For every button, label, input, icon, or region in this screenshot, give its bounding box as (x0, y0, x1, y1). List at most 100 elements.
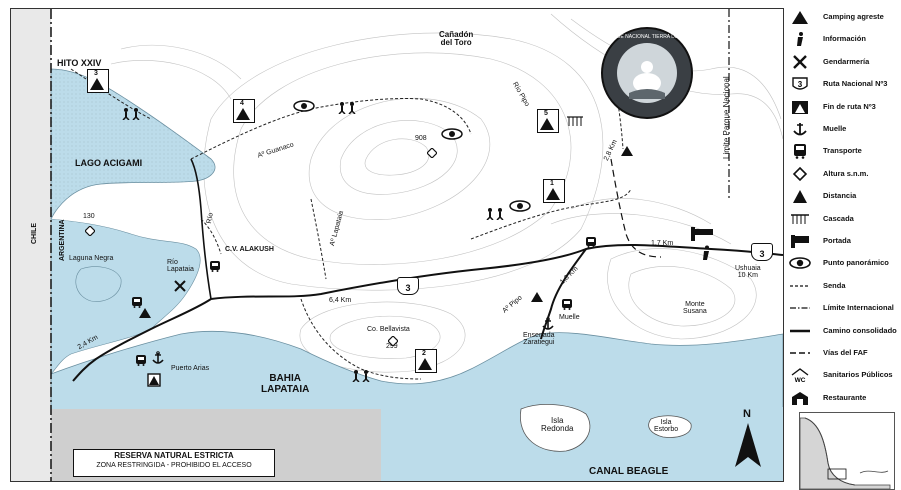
legend-item: Cascada (785, 210, 899, 228)
gendarmeria-icon (789, 54, 811, 70)
legend-item: Punto panorámico (785, 254, 899, 272)
distance-1-7km: 1,7 Km (651, 240, 674, 247)
legend-label: Sanitarios Públicos (823, 370, 893, 380)
label-puerto-arias: Puerto Arias (171, 365, 210, 372)
locator-map (800, 417, 891, 489)
elevation-908: 908 (415, 135, 427, 142)
isla-redonda-land (519, 404, 591, 452)
border-line-icon (789, 300, 811, 316)
hikers-icon[interactable] (337, 101, 359, 119)
hikers-icon[interactable] (121, 107, 143, 125)
legend-item: WC Sanitarios Públicos (785, 366, 899, 384)
camping-tent-icon (90, 78, 104, 90)
label-isla-redonda: Isla Redonda (541, 416, 573, 434)
legend-item: Altura s.n.m. (785, 165, 899, 183)
map-canvas[interactable] (11, 9, 783, 481)
legend-label: Altura s.n.m. (823, 168, 869, 178)
legend-label: Límite Internacional (823, 303, 894, 313)
bus-icon[interactable] (561, 297, 573, 315)
bus-icon[interactable] (131, 295, 143, 313)
elevation-299: 299 (386, 343, 398, 350)
label-lago-acigami: LAGO ACIGAMI (75, 158, 143, 168)
camping-tent-icon (546, 188, 560, 200)
campsite-4-number: 4 (240, 100, 244, 107)
hikers-icon[interactable] (351, 369, 373, 387)
road-to-ensenada (540, 248, 587, 340)
legend-item: Camping agreste (785, 8, 899, 26)
eye-icon[interactable] (509, 199, 531, 217)
label-chile: CHILE (31, 223, 38, 244)
camping-tent-icon[interactable] (139, 305, 151, 323)
legend-label: Ruta Nacional Nº3 (823, 79, 888, 89)
legend-item: Vías del FAF (785, 344, 899, 362)
label-bahia-lapataia: BAHIA LAPATAIA (261, 373, 309, 395)
route-shield-icon: 3 (789, 76, 811, 92)
legend-item: Camino consolidado (785, 322, 899, 340)
camping-tent-icon[interactable] (531, 289, 543, 307)
route-3-shield[interactable]: 3 (397, 277, 419, 295)
road-to-lago (190, 158, 212, 300)
legend-label: Muelle (823, 124, 847, 133)
altitude-icon (426, 145, 438, 163)
label-limite-parque: Limite Parque Nacional (722, 76, 731, 159)
rail-line-icon (789, 345, 811, 361)
campsite-3[interactable]: 3 (87, 69, 109, 93)
gendarmeria-icon[interactable] (173, 279, 187, 298)
bahia-lapataia-water (50, 330, 783, 410)
isla-estorbo-land (648, 415, 692, 438)
legend-item: Fin de ruta Nº3 (785, 98, 899, 116)
eye-icon[interactable] (441, 127, 463, 145)
ruta-3-road (210, 243, 783, 300)
altitude-icon (84, 223, 96, 241)
north-arrow-icon (735, 423, 761, 467)
legend-item: Límite Internacional (785, 299, 899, 317)
waterfall-icon[interactable] (567, 113, 583, 131)
map-frame[interactable]: HITO XXIV LAGO ACIGAMI CHILE ARGENTINA C… (10, 8, 784, 482)
camping-tent-icon[interactable] (621, 143, 633, 161)
locator-inset (799, 412, 895, 490)
info-icon[interactable] (701, 245, 711, 266)
camping-tent-icon (418, 358, 432, 370)
campsite-1-number: 1 (550, 180, 554, 187)
reserve-subtitle: ZONA RESTRINGIDA - PROHIBIDO EL ACCESO (96, 462, 252, 470)
elevation-130: 130 (83, 213, 95, 220)
route-3-shield-east[interactable]: 3 (751, 243, 773, 261)
bus-icon[interactable] (209, 259, 221, 277)
laguna-negra-water (75, 266, 122, 302)
label-co-bellavista: Co. Bellavista (367, 326, 410, 333)
campsite-5[interactable]: 5 (537, 109, 559, 133)
info-icon (789, 31, 811, 47)
anchor-icon[interactable] (151, 351, 165, 370)
label-muelle: Muelle (559, 314, 580, 321)
campsite-2[interactable]: 2 (415, 349, 437, 373)
chile-territory (11, 9, 51, 481)
legend-item: Información (785, 30, 899, 48)
gate-icon[interactable] (691, 227, 713, 246)
route-end-icon (789, 99, 811, 115)
hikers-icon[interactable] (485, 207, 507, 225)
svg-text:WC: WC (795, 377, 806, 383)
gate-icon (789, 233, 811, 249)
faf-rail (610, 158, 662, 258)
anchor-icon[interactable] (541, 317, 555, 336)
campsite-1[interactable]: 1 (543, 179, 565, 203)
legend-label: Información (823, 34, 866, 44)
camping-tent-icon (789, 9, 811, 25)
legend-label: Gendarmería (823, 56, 870, 66)
campsite-4[interactable]: 4 (233, 99, 255, 123)
eye-icon[interactable] (293, 99, 315, 117)
label-rio-lapataia-text: Río Lapataia (167, 259, 194, 274)
camping-tent-icon (236, 108, 250, 120)
legend-item: Distancia (785, 187, 899, 205)
bus-icon[interactable] (585, 235, 597, 253)
bus-icon[interactable] (135, 353, 147, 371)
label-laguna-negra: Laguna Negra (69, 255, 114, 262)
label-rio-lapataia: Río Lapataia (167, 259, 194, 274)
distance-triangle-icon (789, 188, 811, 204)
camping-tent-icon (540, 118, 554, 130)
route-3-number-east: 3 (759, 249, 765, 259)
route-end-icon[interactable] (147, 373, 161, 392)
label-canadon-text: Cañadón del Toro (439, 30, 474, 48)
legend-label: Camino consolidado (823, 325, 897, 335)
